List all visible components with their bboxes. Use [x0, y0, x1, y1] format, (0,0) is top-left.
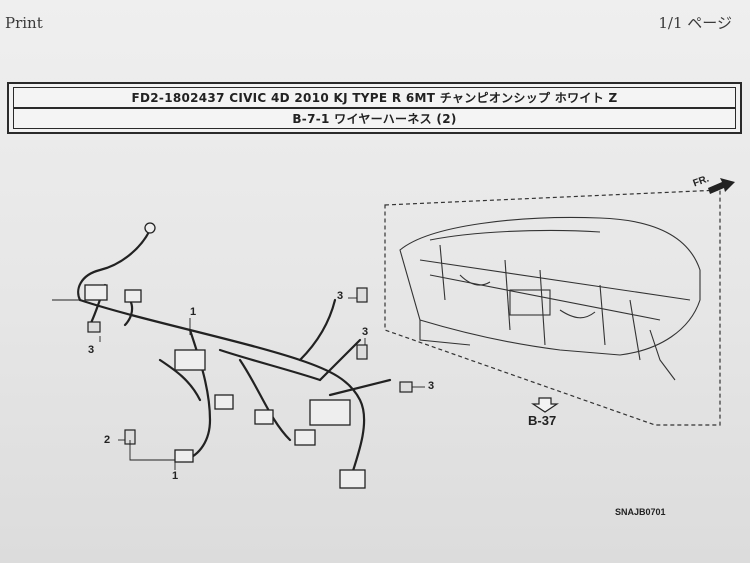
- callout-part-3-mid: 3: [362, 326, 369, 338]
- callout-part-1: 1: [190, 306, 197, 318]
- down-arrow-icon: [531, 397, 559, 413]
- dashboard-illustration: [399, 216, 701, 381]
- diagram-code: SNAJB0701: [615, 507, 666, 517]
- forward-arrow-icon: [708, 178, 735, 194]
- leader-lines: [52, 297, 425, 470]
- callout-part-1-lower: 1: [172, 470, 179, 482]
- print-label: Print: [5, 14, 43, 32]
- section-title: B-7-1 ワイヤーハーネス (2): [13, 108, 736, 129]
- model-title: FD2-1802437 CIVIC 4D 2010 KJ TYPE R 6MT …: [13, 87, 736, 108]
- reference-label: B-37: [528, 413, 557, 428]
- callout-part-3-right: 3: [428, 380, 435, 392]
- callout-part-2: 2: [104, 434, 111, 446]
- title-box: FD2-1802437 CIVIC 4D 2010 KJ TYPE R 6MT …: [7, 82, 742, 134]
- callout-part-3-left: 3: [88, 344, 95, 356]
- callout-part-3-top: 3: [337, 290, 344, 302]
- wire-harness-diagram: [52, 178, 735, 489]
- inset-frame: [384, 189, 721, 426]
- connectors: [84, 222, 366, 489]
- page-number: 1/1 ページ: [658, 14, 732, 32]
